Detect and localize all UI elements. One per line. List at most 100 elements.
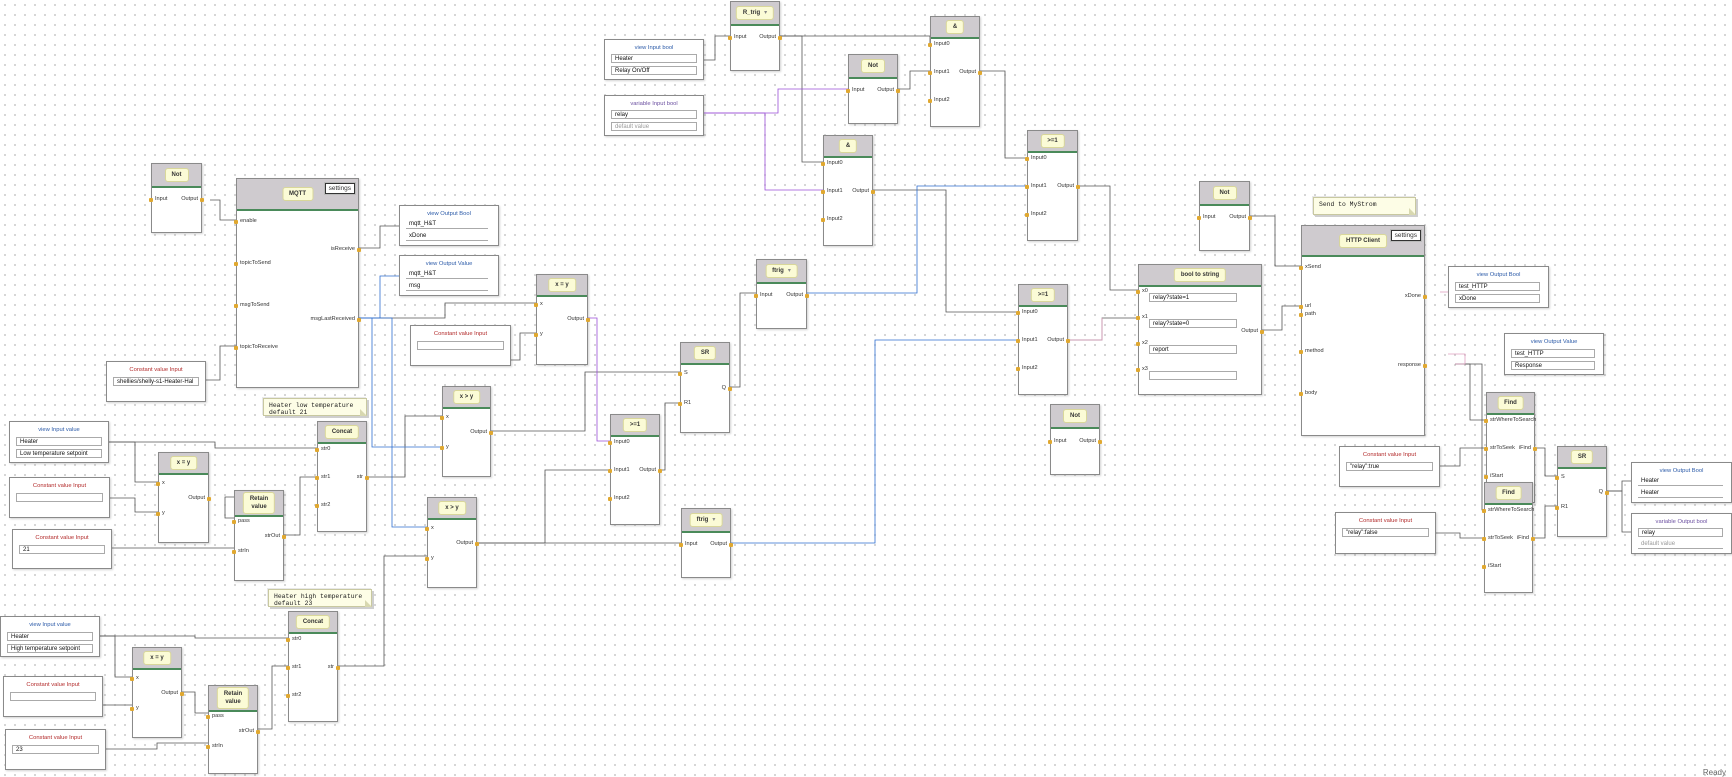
block-header[interactable]: Not xyxy=(1051,405,1099,429)
field-name[interactable]: relay xyxy=(611,110,697,119)
block-header[interactable]: x > y xyxy=(443,387,490,409)
input-port-str1[interactable]: str1 xyxy=(285,664,301,671)
field-label[interactable]: High temperature setpoint xyxy=(7,644,93,653)
field-name[interactable]: test_HTTP xyxy=(1455,282,1540,291)
constant-input-block[interactable]: Constant value Input xyxy=(9,477,110,518)
block-header[interactable]: SR xyxy=(681,343,729,365)
field-default[interactable]: default value xyxy=(611,122,697,131)
field-label[interactable]: msg xyxy=(406,282,488,291)
output-port[interactable]: Output xyxy=(877,87,900,94)
block-header[interactable]: x = y xyxy=(537,275,587,297)
input-port-x[interactable]: x xyxy=(130,675,139,682)
output-port-strOut[interactable]: strOut xyxy=(265,533,287,540)
input-port-S[interactable]: S xyxy=(678,370,688,377)
output-port-strOut[interactable]: strOut xyxy=(239,728,261,735)
output-port-str[interactable]: str xyxy=(357,474,370,481)
block-header[interactable]: SR xyxy=(1558,447,1606,469)
not-block[interactable]: Not Input Output xyxy=(1196,181,1252,251)
output-port[interactable]: Output xyxy=(1057,183,1080,190)
block-header[interactable]: Find xyxy=(1487,393,1534,415)
output-port[interactable]: Output xyxy=(1079,438,1102,445)
input-port-strWhereToSearch[interactable]: strWhereToSearch xyxy=(1483,417,1536,424)
field-label[interactable]: Response xyxy=(1511,361,1595,370)
input-port-strIn[interactable]: strIn xyxy=(232,548,249,555)
input-port-url[interactable]: url xyxy=(1298,303,1311,310)
input-port[interactable]: Input xyxy=(753,292,772,299)
block-header[interactable]: Concat xyxy=(289,612,337,634)
input-port-R1[interactable]: R1 xyxy=(1554,504,1568,511)
concat-block[interactable]: Concat str0 str1 str2 str xyxy=(314,421,370,532)
input-port-enable[interactable]: enable xyxy=(234,218,257,225)
view-output-bool-block[interactable]: view Output Bool mqtt_H&T xDone xyxy=(399,205,499,246)
input-port-x[interactable]: x xyxy=(156,480,165,487)
field-name[interactable]: relay xyxy=(1638,528,1723,537)
sr-block[interactable]: SR S R1 Q xyxy=(677,342,733,433)
field-label[interactable]: xDone xyxy=(1455,294,1540,303)
chevron-down-icon[interactable]: ▾ xyxy=(712,517,716,523)
input-port-str0[interactable]: str0 xyxy=(285,636,301,643)
input-port-2[interactable]: Input2 xyxy=(821,216,843,223)
comment-note[interactable]: Heater high temperature default 23 xyxy=(268,589,372,607)
block-header[interactable]: Retain value xyxy=(235,491,283,517)
input-port-topicToReceive[interactable]: topicToReceive xyxy=(234,344,278,351)
field-label[interactable]: Relay On/Off xyxy=(611,66,697,75)
output-port-Q[interactable]: Q xyxy=(1599,489,1610,496)
field-name[interactable]: Heater xyxy=(1638,477,1723,486)
input-port-y[interactable]: y xyxy=(156,510,165,517)
constant-input-block[interactable]: Constant value Input shellies/shelly-s1-… xyxy=(106,361,206,402)
block-header[interactable]: & xyxy=(931,17,979,39)
block-header[interactable]: Retain value xyxy=(209,686,257,712)
r-trig-block[interactable]: R_trig▾ Input Output xyxy=(727,1,782,71)
input-port-iStart[interactable]: iStart xyxy=(1481,563,1501,570)
output-port[interactable]: Output xyxy=(1047,337,1070,344)
greater-than-block[interactable]: x > y x y Output xyxy=(425,497,479,588)
value-field[interactable]: "relay":false xyxy=(1342,528,1429,537)
variable-input-bool-block[interactable]: variable Input bool relay default value xyxy=(604,95,704,136)
equal-block[interactable]: x = y x y Output xyxy=(130,647,184,738)
input-port-path[interactable]: path xyxy=(1299,311,1316,318)
view-output-value-block[interactable]: view Output Value test_HTTP Response xyxy=(1504,333,1604,375)
value-field[interactable]: 23 xyxy=(12,745,99,754)
value-field[interactable]: 21 xyxy=(19,545,105,554)
greater-than-block[interactable]: x > y x y Output xyxy=(440,386,493,477)
equal-block[interactable]: x = y x y Output xyxy=(534,274,590,365)
retain-value-block[interactable]: Retain value pass strIn strOut xyxy=(232,490,287,581)
block-header[interactable]: Concat xyxy=(318,422,366,444)
block-header[interactable]: x = y xyxy=(159,453,208,475)
block-header[interactable]: MQTT settings xyxy=(237,179,358,211)
output-port[interactable]: Output xyxy=(786,292,809,299)
input-port[interactable]: Input xyxy=(727,34,746,41)
block-header[interactable]: >=1 xyxy=(1028,131,1077,153)
block-header[interactable]: Find xyxy=(1485,483,1532,505)
view-input-value-block[interactable]: view Input value Heater Low temperature … xyxy=(9,421,109,463)
value-field[interactable]: relay?state=0 xyxy=(1149,319,1237,328)
input-port-x1[interactable]: x1 xyxy=(1136,314,1148,321)
input-port-1[interactable]: Input1 xyxy=(1016,337,1038,344)
field-label[interactable]: Heater xyxy=(1638,489,1723,498)
input-port-1[interactable]: Input1 xyxy=(821,188,843,195)
output-port[interactable]: Output xyxy=(188,495,211,502)
output-port-iFind[interactable]: iFind xyxy=(1519,445,1538,452)
not-block[interactable]: Not Input Output xyxy=(845,54,900,124)
input-port-strIn[interactable]: strIn xyxy=(206,743,223,750)
block-header[interactable]: >=1 xyxy=(611,415,659,437)
input-port-pass[interactable]: pass xyxy=(232,518,250,525)
output-port-response[interactable]: response xyxy=(1398,362,1428,369)
view-output-value-block[interactable]: view Output Value mqtt_H&T msg xyxy=(399,255,499,296)
chevron-down-icon[interactable]: ▾ xyxy=(787,268,791,274)
field-name[interactable]: test_HTTP xyxy=(1511,349,1595,358)
block-header[interactable]: Not xyxy=(152,164,201,188)
input-port-x[interactable]: x xyxy=(534,301,543,308)
input-port-str2[interactable]: str2 xyxy=(314,502,330,509)
block-header[interactable]: x > y xyxy=(428,498,476,520)
output-port[interactable]: Output xyxy=(852,188,875,195)
constant-input-block[interactable]: Constant value Input "relay":true xyxy=(1339,446,1440,487)
output-port[interactable]: Output xyxy=(959,69,982,76)
input-port-y[interactable]: y xyxy=(440,444,449,451)
constant-input-block[interactable]: Constant value Input "relay":false xyxy=(1335,512,1436,554)
block-header[interactable]: HTTP Client settings xyxy=(1302,226,1424,257)
input-port-2[interactable]: Input2 xyxy=(1025,211,1047,218)
concat-block[interactable]: Concat str0 str1 str2 str xyxy=(285,611,341,722)
retain-value-block[interactable]: Retain value pass strIn strOut xyxy=(206,685,261,774)
constant-input-block[interactable]: Constant value Input xyxy=(410,325,511,366)
